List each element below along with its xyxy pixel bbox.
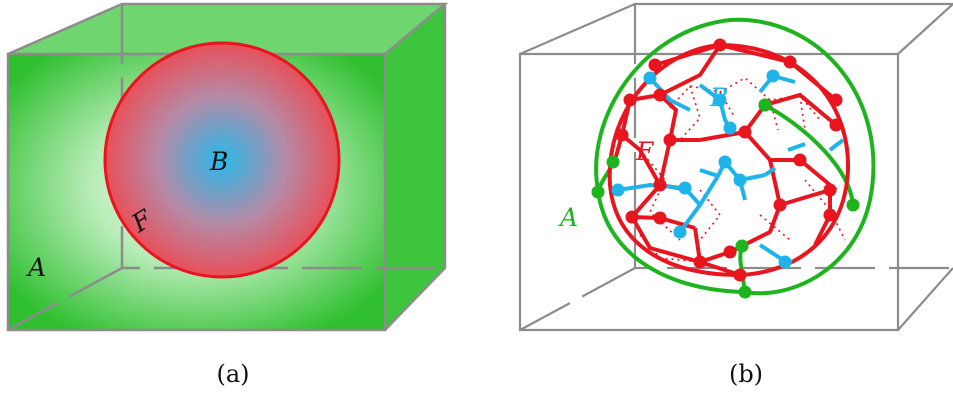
label-b-inner: B xyxy=(709,83,728,112)
box-a-hidden-edges xyxy=(7,4,445,332)
box-b xyxy=(518,2,953,332)
label-b-outer: A xyxy=(558,203,578,232)
panel-b: B F A (b) xyxy=(518,2,953,388)
caption-b: (b) xyxy=(729,360,763,388)
red-sphere-outline xyxy=(607,42,851,278)
red-vertices xyxy=(615,38,843,282)
green-vertices xyxy=(591,98,860,299)
box-b-hidden-edges xyxy=(519,4,953,331)
caption-a: (a) xyxy=(216,360,249,388)
label-b-boundary: F xyxy=(635,137,655,166)
label-a-inner: B xyxy=(209,147,228,176)
box-a-top-face xyxy=(8,4,445,54)
sphere-b-hidden-graph xyxy=(639,77,846,276)
label-a-outer: A xyxy=(26,253,46,282)
sphere-a xyxy=(103,41,341,279)
box-a-right-face xyxy=(385,4,445,330)
green-loop-outer xyxy=(594,17,876,296)
box-b-visible-edges xyxy=(518,2,953,332)
blue-vertices xyxy=(611,69,792,269)
green-arc-inner xyxy=(764,103,855,206)
panel-a: B F A (a) xyxy=(6,2,449,388)
